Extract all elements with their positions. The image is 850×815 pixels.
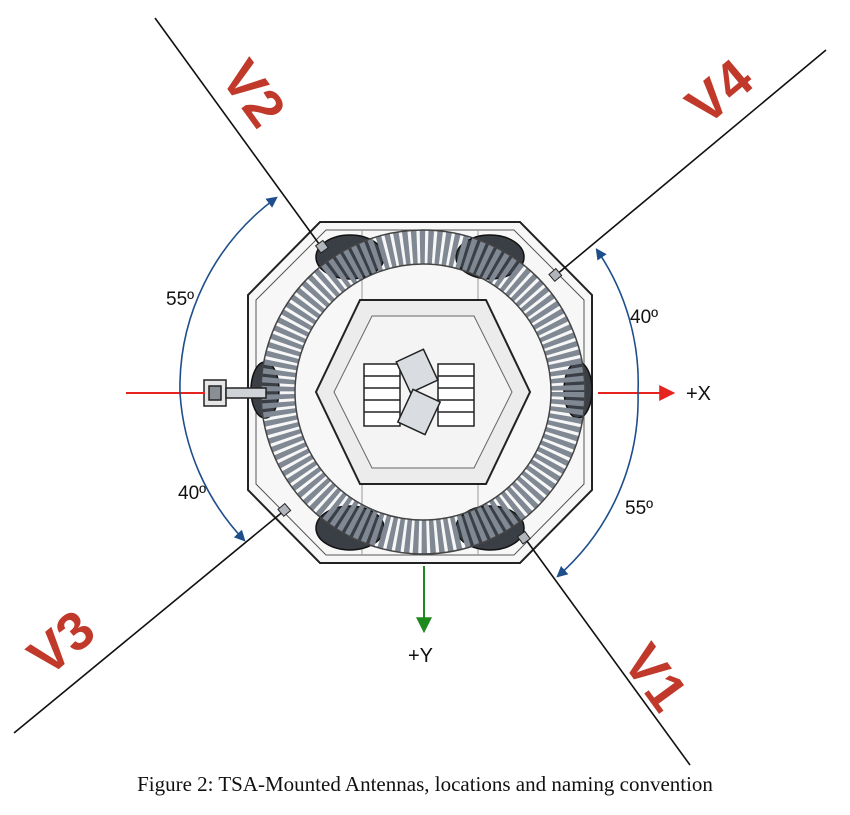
arc-v2-to-minus-x (179, 196, 278, 394)
arc-x-to-v1 (556, 392, 639, 578)
arc-minus-x-to-v3 (179, 392, 246, 542)
angle-label-x-v1: 55º (625, 498, 653, 519)
left-arm (203, 379, 267, 407)
antenna-line-v4 (555, 49, 827, 276)
fin-ring (261, 230, 585, 554)
antenna-line-v3 (13, 509, 286, 734)
antenna-label-v1: V1 (611, 633, 698, 722)
antenna-line-v1 (523, 536, 691, 766)
central-units (363, 348, 475, 436)
angle-label-v2-x: 55º (166, 289, 194, 310)
antenna-label-v4: V4 (675, 48, 764, 136)
y-axis-label: +Y (408, 645, 433, 667)
angle-label-x-v3: 40º (178, 483, 206, 504)
arc-v4-to-x (595, 248, 640, 394)
angle-arcs (179, 196, 640, 578)
figure-caption: Figure 2: TSA-Mounted Antennas, location… (137, 772, 713, 796)
x-axis-label: +X (686, 383, 711, 405)
antenna-label-v2: V2 (209, 49, 296, 138)
antenna-diagram: 55º 40º 40º 55º +X +Y V2 V4 V3 V1 (13, 17, 827, 766)
antenna-line-v2 (154, 17, 323, 249)
antenna-label-v3: V3 (17, 599, 106, 687)
spacecraft-body (203, 221, 593, 564)
angle-label-v4-x: 40º (630, 307, 658, 328)
antenna-mounts (277, 239, 563, 545)
antenna-lines (13, 17, 827, 766)
outer-deck-inner-edge (255, 229, 585, 556)
